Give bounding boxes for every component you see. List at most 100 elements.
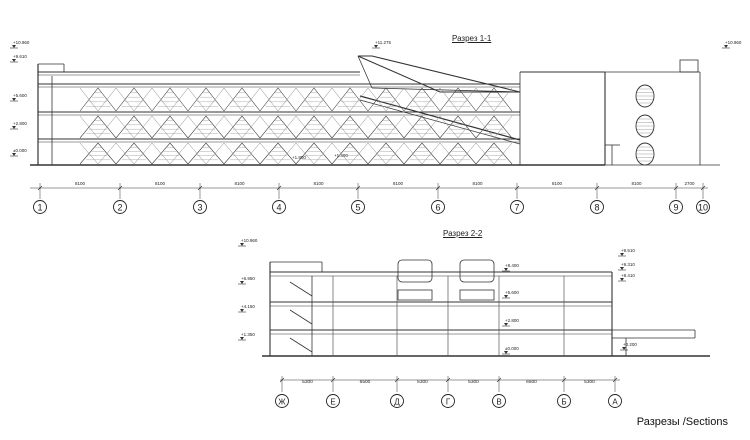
- section-2-dim-tick-1: [330, 377, 336, 383]
- section-2-level-2: +4.150: [241, 304, 255, 309]
- section-1-truss-b-1-296: [295, 115, 333, 139]
- section-1-dim-tick-5: [435, 185, 441, 191]
- section-1-dim-5: 8100: [472, 181, 483, 186]
- section-2-axis-bubble-0: [275, 394, 289, 408]
- section-1-axis-bubble-8: [669, 200, 683, 214]
- section-1-truss-b-0-368: [367, 87, 405, 112]
- section-1-level-0-arrow: [12, 45, 16, 48]
- section-1-axis-3: 4: [276, 203, 281, 213]
- section-1-axis-bubble-1: [113, 200, 127, 214]
- section-1-axis-7: 8: [594, 203, 599, 213]
- section-2-inner-mark-3: ±0.000: [505, 346, 519, 351]
- section-2-dim-tick-6: [612, 377, 618, 383]
- section-1-truss-1-332: [331, 115, 369, 139]
- section-1-truss-1-476: [475, 115, 513, 139]
- section-2-axis-2: Д: [394, 398, 400, 407]
- section-2-dim-2: 5300: [417, 379, 428, 385]
- section-2-dim-tick-4: [496, 377, 502, 383]
- section-2-dim-tick-3: [445, 377, 451, 383]
- section-1-dim-tick-3: [276, 185, 282, 191]
- section-1-truss-b-2-476: [475, 142, 513, 165]
- section-1-dim-8: 2700: [684, 181, 695, 186]
- section-2-dim-4: 6500: [526, 379, 537, 385]
- section-1-truss-b-2-188: [187, 142, 225, 165]
- section-1-level-4-arrow: [12, 153, 16, 156]
- section-1-truss-b-0-404: [403, 87, 441, 112]
- section-1-truss-0-116: [115, 87, 153, 112]
- section-1-roof-mark: +11.275: [375, 40, 392, 45]
- section-1-truss-1-404: [403, 115, 441, 139]
- section-1-axis-6: 7: [514, 203, 519, 213]
- section-1-truss-0-476: [475, 87, 513, 112]
- section-2-inner-mark-0-arrow: [504, 268, 508, 271]
- section-1-axis-4: 5: [355, 203, 360, 213]
- section-1-dim-0: 8100: [75, 181, 86, 186]
- section-1-truss-2-476: [475, 142, 513, 165]
- section-1-truss-2-368: [367, 142, 405, 165]
- section-1-dim-tick-2: [197, 185, 203, 191]
- section-1-truss-b-2-440: [439, 142, 477, 165]
- section-1-axis-0: 1: [37, 203, 42, 213]
- section-1-level-2-arrow: [12, 98, 16, 101]
- section-1-level-0: +10.960: [13, 40, 30, 45]
- section-2-right-mark-1-arrow: [620, 267, 624, 270]
- section-2-dim-1: 6500: [360, 379, 371, 385]
- section-1-axis-bubble-9: [696, 200, 710, 214]
- section-1-truss-b-1-260: [259, 115, 297, 139]
- section-2-axis-bubble-6: [608, 394, 622, 408]
- section-2-level-0-arrow: [240, 243, 244, 246]
- section-1-ramp-mark-0: +1.800: [292, 155, 306, 160]
- section-1-axis-bubble-7: [590, 200, 604, 214]
- section-1-level-4: ±0.000: [13, 148, 27, 153]
- section-2-level-3: +1.350: [241, 332, 255, 337]
- section-1-dim-tick-8: [673, 185, 679, 191]
- section-2-axis-4: В: [496, 398, 501, 407]
- section-1-round-window-2: [635, 142, 655, 166]
- section-1-truss-2-440: [439, 142, 477, 165]
- section-2-axis-6: А: [612, 398, 618, 407]
- section-1-truss-b-1-332: [331, 115, 369, 139]
- section-1-dim-tick-0: [37, 185, 43, 191]
- section-1-axis-bubble-3: [272, 200, 286, 214]
- section-1-truss-0-188: [187, 87, 225, 112]
- section-1-truss-b-0-224: [223, 87, 261, 112]
- section-1-round-window-0: [635, 84, 655, 108]
- section-1-axis-1: 2: [117, 203, 122, 213]
- section-1-axis-8: 9: [673, 203, 678, 213]
- section-1-truss-b-1-476: [475, 115, 513, 139]
- section-1-right-mark: +10.960: [725, 40, 742, 45]
- section-1-truss-b-2-260: [259, 142, 297, 165]
- section-2-axis-5: Б: [561, 398, 566, 407]
- section-1-truss-b-2-152: [151, 142, 189, 165]
- section-1-truss-b-1-188: [187, 115, 225, 139]
- section-1-truss-1-440: [439, 115, 477, 139]
- section-1-level-3: +2.800: [13, 121, 27, 126]
- section-2-level-2-arrow: [240, 309, 244, 312]
- section-1-truss-1-368: [367, 115, 405, 139]
- section-1-dim-tick-4: [355, 185, 361, 191]
- section-1-axis-2: 3: [197, 203, 202, 213]
- section-2-axis-bubble-5: [557, 394, 571, 408]
- section-1-dim-4: 8100: [393, 181, 404, 186]
- section-1-axis-bubble-6: [510, 200, 524, 214]
- section-2-level-3-arrow: [240, 337, 244, 340]
- section-2-right-mark-2-arrow: [620, 278, 624, 281]
- section-1-truss-b-2-368: [367, 142, 405, 165]
- section-1-level-3-arrow: [12, 126, 16, 129]
- section-1-truss-2-116: [115, 142, 153, 165]
- section-1-axis-bubble-4: [351, 200, 365, 214]
- section-1-truss-2-296: [295, 142, 333, 165]
- section-1-truss-b-0-476: [475, 87, 513, 112]
- section-1-truss-b-1-440: [439, 115, 477, 139]
- section-1-truss-1-296: [295, 115, 333, 139]
- section-1-truss-b-2-80: [79, 142, 117, 165]
- section-1-dim-6: 8100: [552, 181, 563, 186]
- section-1-truss-b-1-368: [367, 115, 405, 139]
- section-1-level-2: +5.600: [13, 93, 27, 98]
- section-2-dim-tick-2: [394, 377, 400, 383]
- section-2-ground-mark: +0.200: [623, 342, 637, 347]
- section-1-truss-2-332: [331, 142, 369, 165]
- section-2-title: Разрез 2-2: [443, 229, 483, 238]
- section-1-truss-2-152: [151, 142, 189, 165]
- section-2-axis-0: Ж: [278, 398, 286, 407]
